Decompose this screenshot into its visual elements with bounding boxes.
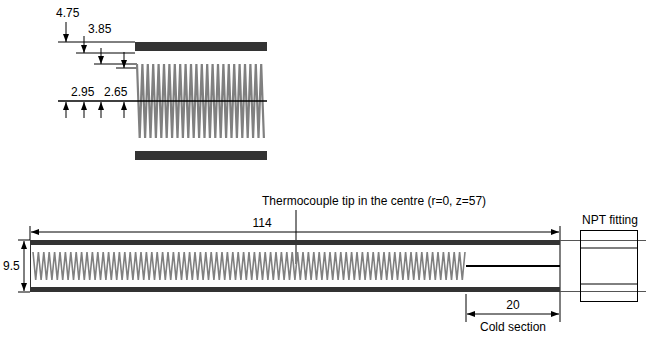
part-name: NPT fitting: [582, 213, 638, 227]
dimension-value: 114: [252, 216, 271, 230]
dimension-value: 2.95: [71, 85, 94, 99]
inset-dimensions: [58, 22, 137, 118]
dimension-value: 9.5: [3, 259, 20, 273]
main-dimensions: [18, 210, 560, 322]
dimension-value: 20: [506, 298, 519, 312]
main-tube: [30, 240, 646, 292]
fitting-box: NPT fitting: [580, 230, 638, 302]
inset-tube: [58, 42, 267, 160]
dimension-value: 4.75: [56, 6, 79, 20]
heating-coil: [33, 252, 465, 280]
callout-note: Thermocouple tip in the centre (r=0, z=5…: [262, 194, 486, 208]
section-name: Cold section: [480, 320, 546, 334]
dimension-value: 3.85: [88, 22, 111, 36]
dimension-value: 2.65: [104, 85, 127, 99]
